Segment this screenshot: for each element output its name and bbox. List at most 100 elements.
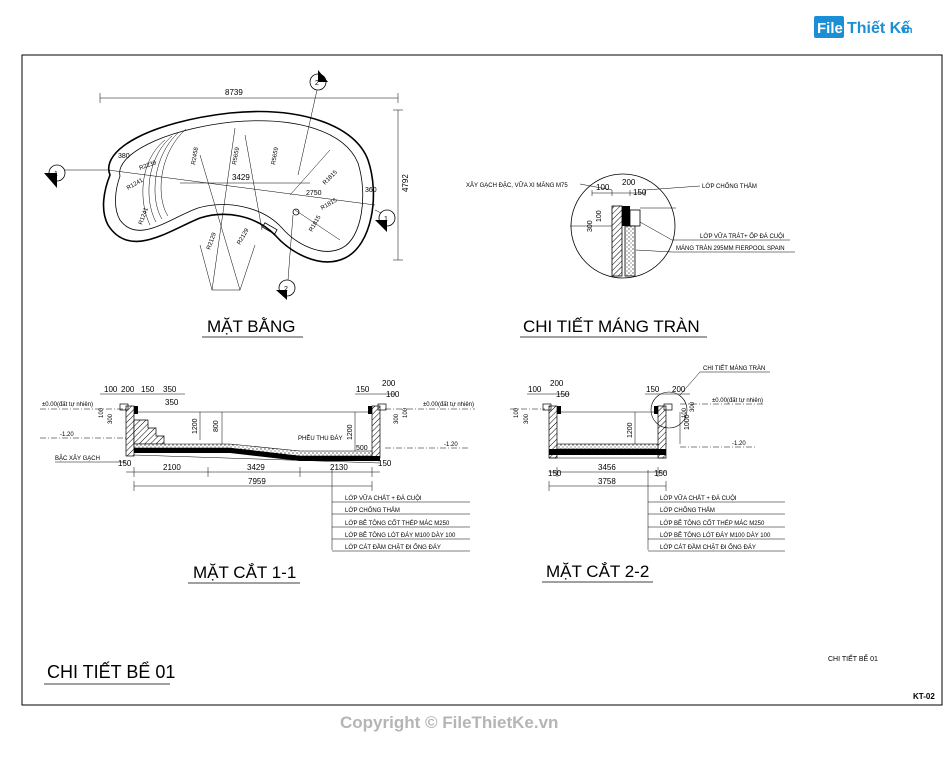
s1-rtop-dim-2: 200	[382, 379, 396, 388]
s2-bottom-dim-3: 150	[654, 469, 668, 478]
plan-radius-5: R5659	[232, 146, 241, 165]
sheet-caption: CHI TIẾT BỂ 01	[828, 653, 878, 663]
section-mark-right-label: 1	[384, 216, 388, 223]
s2-lvert-dim-2: 300	[524, 413, 530, 424]
gutter-dim-3: 150	[633, 188, 647, 197]
s2-top-dim-1: 100	[528, 385, 542, 394]
gutter-note-plaster: LỚP VỮA TRÁT+ ỐP ĐÁ CUỘI	[700, 233, 785, 240]
section-marker-bottom: 2	[276, 214, 296, 300]
plan-radius-10: R2129	[206, 231, 218, 250]
plan-radius-4: R2458	[191, 146, 200, 165]
s1-rvert-dim-2: 100	[403, 407, 409, 418]
gutter-title: CHI TIẾT MÁNG TRÀN	[523, 317, 700, 336]
gutter-dim-4: 300	[587, 220, 594, 232]
plan-radius-3: R1241	[138, 206, 150, 225]
s1-step-note: BẬC XÂY GẠCH	[55, 455, 100, 462]
s2-title: MẶT CẮT 2-2	[546, 562, 649, 581]
sheet-title: CHI TIẾT BỂ 01	[47, 661, 175, 682]
s1-inner-dim-4: 1200	[347, 424, 354, 440]
s2-level-bottom: -1.20	[732, 441, 746, 447]
s1-top-dim-1: 100	[104, 385, 118, 394]
s1-layer-4: LỚP BÊ TÔNG LÓT ĐÁY M100 DÀY 100	[345, 531, 456, 539]
s1-rtop-dim-3: 100	[386, 390, 400, 399]
s1-level-top: ±0.00(đất tự nhiên)	[42, 402, 93, 408]
s2-bottom-dim-2: 3456	[598, 463, 616, 472]
section-1-1: ±0.00(đất tự nhiên) ±0.00(đất tự nhiên) …	[40, 379, 475, 584]
s2-inner-dim-1: 1200	[627, 422, 634, 438]
s2-rvert-dim-2: 300	[690, 401, 696, 412]
plan-dim-inner: 3429	[232, 173, 250, 182]
s2-rvert-dim-1: 100	[682, 407, 688, 418]
s1-lvert-dim-2: 300	[108, 413, 114, 424]
s1-bottom-dim-5: 150	[378, 459, 392, 468]
logo-text: Thiết Kế	[847, 20, 910, 37]
s2-rtop-dim-1: 150	[646, 385, 660, 394]
s1-top-dim-4: 350	[163, 385, 177, 394]
s1-layer-5: LỚP CÁT ĐẦM CHẶT ĐI ỐNG ĐÁY	[345, 544, 441, 551]
s2-total-dim: 3758	[598, 477, 616, 486]
plan-dim-right: 360	[365, 187, 377, 194]
s1-total-dim: 7959	[248, 477, 266, 486]
section-mark-left-label: 1	[54, 171, 58, 178]
sheet-frame	[21, 54, 943, 706]
section-mark-bottom-label: 2	[284, 286, 288, 293]
plan-radius-6: R5659	[271, 146, 280, 165]
gutter-note-waterproof: LỚP CHỐNG THẤM	[702, 183, 757, 190]
s1-inner-dim-3: 500	[356, 445, 368, 452]
s1-inner-dim-2: 800	[213, 420, 220, 432]
plan-dim-height: 4792	[401, 174, 410, 192]
gutter-detail: 100 200 150 300 100 XÂY GẠCH ĐẶC, VỮA XI…	[466, 173, 795, 338]
s1-title: MẶT CẮT 1-1	[193, 563, 296, 582]
brand-logo: File Thiết Kế .vn	[814, 16, 912, 38]
logo-suffix: .vn	[898, 25, 912, 36]
s2-layer-1: LỚP VỮA CHẤT + ĐÁ CUỘI	[660, 495, 737, 502]
s1-rvert-dim-1: 300	[394, 413, 400, 424]
s2-gutter-ref: CHI TIẾT MÁNG TRÀN	[703, 365, 765, 372]
s1-top-dim-5: 350	[165, 398, 179, 407]
section-marker-right: 1	[374, 209, 396, 232]
s1-drain-note: PHỄU THU ĐÁY	[298, 435, 343, 442]
s2-layer-2: LỚP CHỐNG THẤM	[660, 507, 715, 514]
s2-layer-3: LỚP BÊ TÔNG CỐT THÉP MÁC M250	[660, 519, 765, 527]
s1-bottom-dim-1: 150	[118, 459, 132, 468]
s2-top-dim-3: 150	[556, 390, 570, 399]
s2-top-dim-2: 200	[550, 379, 564, 388]
sheet-number: KT-02	[913, 692, 935, 701]
plan-view: 8739 4792 3429 380 360 2750 R2239 R1	[44, 70, 410, 338]
s1-bottom-dim-4: 2130	[330, 463, 348, 472]
plan-title: MẶT BẰNG	[207, 317, 295, 336]
section-marker-left: 1	[44, 164, 108, 188]
s1-lvert-dim-1: 100	[99, 407, 105, 418]
gutter-dim-1: 100	[596, 183, 610, 192]
plan-radius-1: R2239	[139, 160, 158, 172]
s1-bottom-dim-3: 3429	[247, 463, 265, 472]
plan-dim-left: 380	[118, 153, 130, 160]
s1-layer-2: LỚP CHỐNG THẤM	[345, 507, 400, 514]
copyright-watermark: Copyright © FileThietKe.vn	[340, 713, 558, 732]
section-mark-top-label: 2	[315, 80, 319, 87]
s1-rtop-dim-1: 150	[356, 385, 370, 394]
plan-radius-2: R1241	[126, 177, 145, 191]
s1-top-dim-3: 150	[141, 385, 155, 394]
s1-level-bottom: -1.20	[60, 432, 74, 438]
plan-radius-8: R1815	[320, 197, 339, 211]
section-2-2: ±0.00(đất tự nhiên) -1.20 CHI TIẾT MÁNG …	[510, 365, 785, 583]
s1-layer-3: LỚP BÊ TÔNG CỐT THÉP MÁC M250	[345, 519, 450, 527]
gutter-note-gutter: MÁNG TRÀN 295MM FIERPOOL SPAIN	[676, 245, 785, 252]
s2-lvert-dim-1: 100	[514, 407, 520, 418]
s1-level-bottom-right: -1.20	[444, 442, 458, 448]
gutter-dim-2: 200	[622, 178, 636, 187]
plan-dim-overall: 8739	[225, 88, 243, 97]
plan-radius-9: R1815	[309, 214, 323, 233]
s1-level-top-right: ±0.00(đất tự nhiên)	[423, 402, 474, 408]
plan-radius-11: R2129	[237, 227, 251, 246]
s1-layer-1: LỚP VỮA CHẤT + ĐÁ CUỘI	[345, 495, 422, 502]
section-marker-top: 2	[297, 70, 328, 176]
s2-level-top: ±0.00(đất tự nhiên)	[712, 398, 763, 404]
s2-layer-5: LỚP CÁT ĐẦM CHẶT ĐI ỐNG ĐÁY	[660, 544, 756, 551]
s2-bottom-dim-1: 150	[548, 469, 562, 478]
logo-box-text: File	[817, 20, 843, 37]
gutter-dim-5: 100	[596, 210, 603, 222]
plan-dim-small: 2750	[306, 190, 322, 197]
gutter-note-top: XÂY GẠCH ĐẶC, VỮA XI MĂNG M75	[466, 182, 568, 189]
